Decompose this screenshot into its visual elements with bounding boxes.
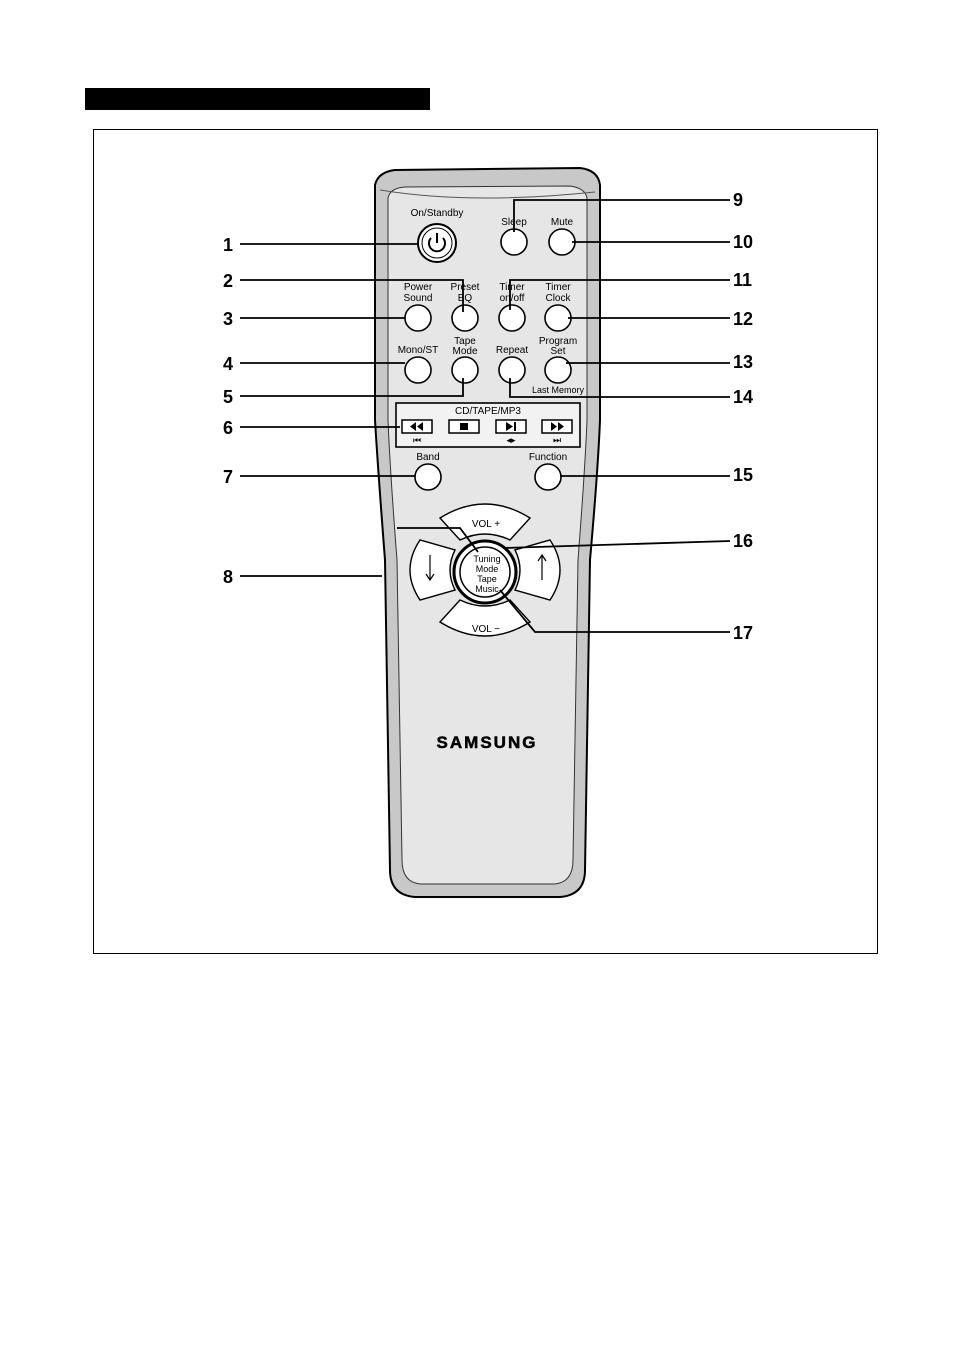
timer-onoff-label-1: Timer [499, 282, 525, 293]
center-label-3: Tape [477, 574, 497, 584]
callout-15: 15 [733, 465, 753, 485]
callout-10: 10 [733, 232, 753, 252]
callout-13: 13 [733, 352, 753, 372]
callout-16: 16 [733, 531, 753, 551]
stop-button[interactable] [449, 420, 479, 433]
sleep-button[interactable] [501, 229, 527, 255]
power-sound-button[interactable] [405, 305, 431, 331]
timer-onoff-label-2: on/off [500, 293, 525, 304]
program-set-button[interactable] [545, 357, 571, 383]
timer-clock-label-2: Clock [545, 293, 571, 304]
tune-up-button[interactable] [515, 540, 560, 600]
preset-eq-label-2: EQ [458, 293, 473, 304]
fast-forward-button[interactable] [542, 420, 572, 433]
mute-button[interactable] [549, 229, 575, 255]
mono-st-label: Mono/ST [398, 345, 439, 356]
vol-up-label: VOL + [472, 519, 500, 530]
callout-1: 1 [223, 235, 233, 255]
tape-mode-label-2: Mode [452, 346, 477, 357]
band-label: Band [416, 452, 439, 463]
function-label: Function [529, 452, 567, 463]
timer-onoff-button[interactable] [499, 305, 525, 331]
callout-17: 17 [733, 623, 753, 643]
brand-logo: SAMSUNG [437, 733, 538, 752]
skip-forward-icon: ⏭ [553, 435, 561, 445]
timer-clock-label-1: Timer [545, 282, 571, 293]
band-button[interactable] [415, 464, 441, 490]
vol-down-label: VOL − [472, 624, 500, 635]
repeat-label: Repeat [496, 345, 528, 356]
play-pause-icon: ◂▸ [506, 435, 516, 445]
center-label-4: Music [475, 584, 499, 594]
callout-4: 4 [223, 354, 233, 374]
mute-label: Mute [551, 217, 574, 228]
preset-eq-button[interactable] [452, 305, 478, 331]
callout-5: 5 [223, 387, 233, 407]
center-label-1: Tuning [473, 554, 500, 564]
rewind-button[interactable] [402, 420, 432, 433]
stop-icon [460, 423, 468, 430]
on-standby-button[interactable] [418, 224, 456, 262]
tape-mode-button[interactable] [452, 357, 478, 383]
callout-14: 14 [733, 387, 753, 407]
callout-7: 7 [223, 467, 233, 487]
power-sound-label-2: Sound [404, 293, 433, 304]
skip-back-icon: ⏮ [413, 435, 421, 445]
callout-6: 6 [223, 418, 233, 438]
callout-8: 8 [223, 567, 233, 587]
timer-clock-button[interactable] [545, 305, 571, 331]
function-button[interactable] [535, 464, 561, 490]
program-set-label-2: Set [550, 346, 565, 357]
callout-9: 9 [733, 190, 743, 210]
callout-2: 2 [223, 271, 233, 291]
last-memory-label: Last Memory [532, 385, 585, 395]
preset-eq-label-1: Preset [451, 282, 480, 293]
mono-st-button[interactable] [405, 357, 431, 383]
callout-12: 12 [733, 309, 753, 329]
cd-tape-mp3-label: CD/TAPE/MP3 [455, 406, 521, 417]
play-pause-button[interactable] [496, 420, 526, 433]
on-standby-label: On/Standby [411, 208, 464, 219]
callout-3: 3 [223, 309, 233, 329]
center-label-2: Mode [476, 564, 499, 574]
power-sound-label-1: Power [404, 282, 433, 293]
callout-11: 11 [733, 270, 752, 290]
repeat-button[interactable] [499, 357, 525, 383]
tune-down-button[interactable] [410, 540, 455, 600]
